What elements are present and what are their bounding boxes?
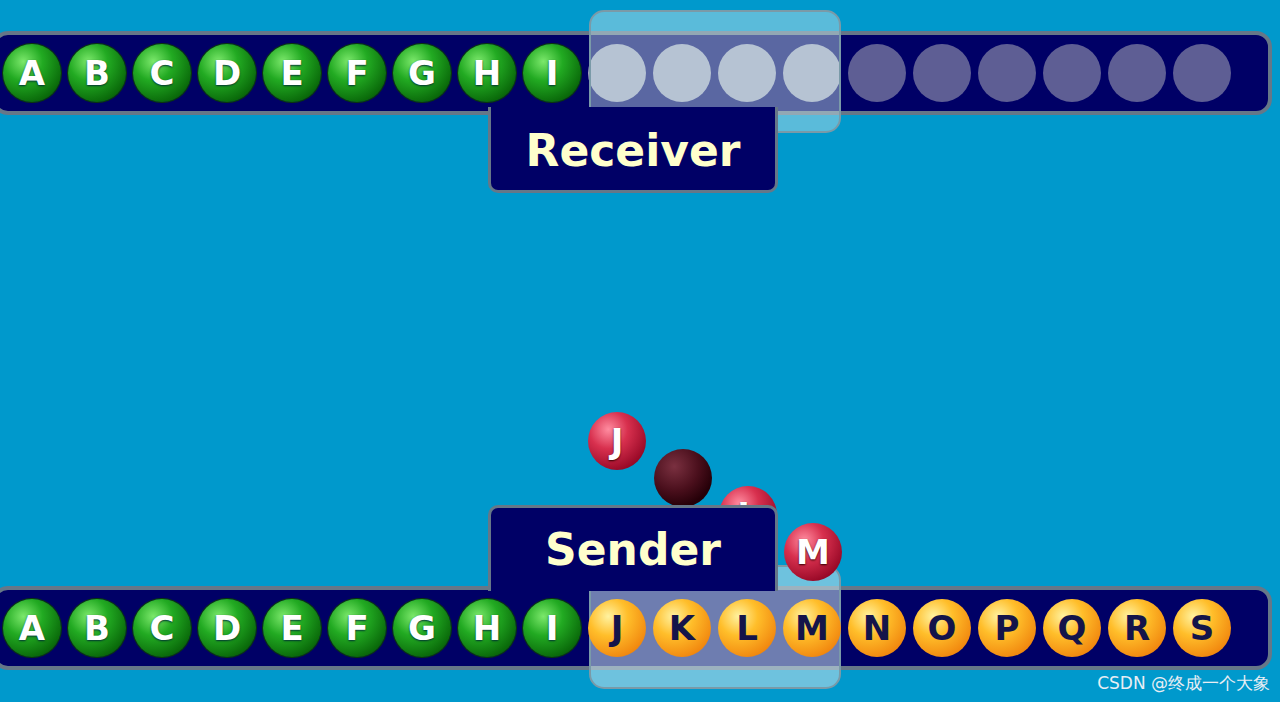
empty-slot (913, 44, 971, 102)
packet-ball: H (458, 44, 516, 102)
packet-letter: R (1124, 611, 1150, 645)
packet-ball: D (198, 599, 256, 657)
packet-ball: H (458, 599, 516, 657)
receiver-tab: Receiver (488, 107, 778, 193)
packet-ball: B (68, 44, 126, 102)
packet-letter: K (669, 611, 695, 645)
packet-letter: J (611, 611, 624, 645)
packet-letter: G (408, 56, 436, 90)
packet-letter: D (213, 611, 241, 645)
packet-ball: R (1108, 599, 1166, 657)
packet-ball: O (913, 599, 971, 657)
packet-letter: M (795, 611, 829, 645)
packet-ball: K (653, 599, 711, 657)
packet-ball: G (393, 44, 451, 102)
packet-letter: H (473, 56, 501, 90)
packet-ball: S (1173, 599, 1231, 657)
packet-ball: B (68, 599, 126, 657)
packet-letter: L (736, 611, 758, 645)
tab-label: Sender (545, 524, 721, 575)
packet-ball: J (588, 599, 646, 657)
packet-in-flight: M (784, 523, 842, 581)
packet-ball: F (328, 44, 386, 102)
sender-tab: Sender (488, 505, 778, 591)
packet-ball: L (718, 599, 776, 657)
empty-slot (1043, 44, 1101, 102)
packet-letter: I (546, 56, 559, 90)
packet-ball: C (133, 599, 191, 657)
packet-ball: M (783, 599, 841, 657)
packet-ball: P (978, 599, 1036, 657)
packet-ball: A (3, 599, 61, 657)
packet-letter: Q (1058, 611, 1087, 645)
packet-ball: D (198, 44, 256, 102)
packet-letter: O (928, 611, 957, 645)
packet-letter: A (19, 56, 45, 90)
empty-slot (848, 44, 906, 102)
packet-letter: J (611, 424, 624, 458)
packet-letter: C (150, 611, 175, 645)
packet-ball: A (3, 44, 61, 102)
packet-letter: I (546, 611, 559, 645)
packet-ball: E (263, 599, 321, 657)
empty-slot (1108, 44, 1166, 102)
empty-slot (978, 44, 1036, 102)
packet-letter: F (345, 56, 368, 90)
packet-in-flight: J (588, 412, 646, 470)
packet-letter: D (213, 56, 241, 90)
packet-letter: N (863, 611, 891, 645)
tab-label: Receiver (526, 125, 741, 176)
packet-letter: F (345, 611, 368, 645)
packet-ball: F (328, 599, 386, 657)
lost-packet (654, 449, 712, 507)
packet-letter: B (84, 56, 110, 90)
packet-letter: M (796, 535, 830, 569)
packet-ball: C (133, 44, 191, 102)
packet-ball: I (523, 599, 581, 657)
empty-slot (1173, 44, 1231, 102)
watermark: CSDN @终成一个大象 (1097, 672, 1270, 695)
packet-letter: E (280, 56, 303, 90)
packet-letter: P (995, 611, 1020, 645)
packet-letter: S (1190, 611, 1215, 645)
packet-letter: A (19, 611, 45, 645)
packet-ball: Q (1043, 599, 1101, 657)
packet-letter: C (150, 56, 175, 90)
packet-ball: N (848, 599, 906, 657)
packet-letter: G (408, 611, 436, 645)
packet-letter: H (473, 611, 501, 645)
packet-letter: B (84, 611, 110, 645)
packet-ball: E (263, 44, 321, 102)
packet-letter: E (280, 611, 303, 645)
packet-ball: I (523, 44, 581, 102)
packet-ball: G (393, 599, 451, 657)
